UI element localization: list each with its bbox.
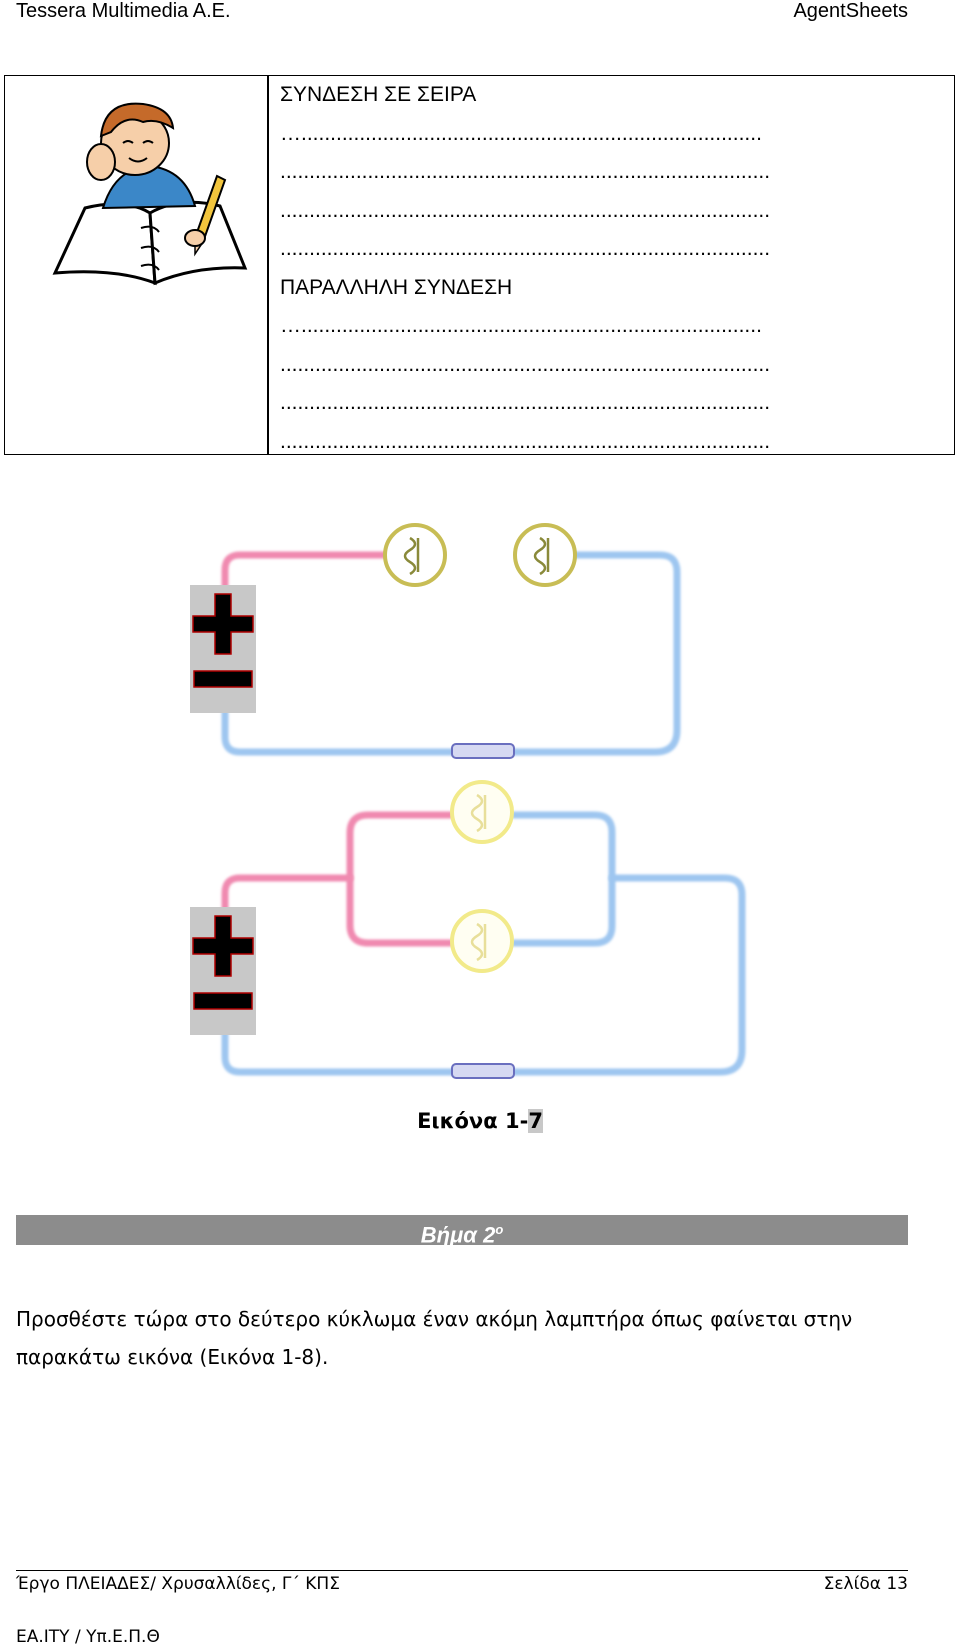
notes-text: ΣΥΝΔΕΣΗ ΣΕ ΣΕΙΡΑ …......................… xyxy=(280,76,950,461)
box-divider xyxy=(267,76,269,454)
battery-icon xyxy=(190,585,256,713)
parallel-circuit xyxy=(190,780,746,1079)
footer-page-number: Σελίδα 13 xyxy=(823,1574,908,1594)
answer-line: ........................................… xyxy=(280,198,771,222)
switch-icon xyxy=(451,743,515,759)
answer-line: ........................................… xyxy=(280,429,771,453)
answer-line: ........................................… xyxy=(280,391,771,414)
student-writing-illustration xyxy=(52,102,248,286)
caption-number: 7 xyxy=(528,1109,543,1133)
parallel-title: ΠΑΡΑΛΛΗΛΗ ΣΥΝΔΕΣΗ xyxy=(280,275,513,299)
bulb-icon xyxy=(513,523,577,587)
instruction-paragraph: Προσθέστε τώρα στο δεύτερο κύκλωμα έναν … xyxy=(16,1307,853,1369)
answer-line: ........................................… xyxy=(280,352,771,376)
caption-text: Εικόνα 1- xyxy=(417,1109,529,1133)
footer-left: Έργο ΠΛΕΙΑΔΕΣ/ Χρυσαλλίδες, Γ΄ ΚΠΣ xyxy=(16,1574,340,1594)
answer-line: ….......................................… xyxy=(280,314,762,337)
bulb-icon xyxy=(383,523,447,587)
step-superscript: ο xyxy=(495,1222,504,1237)
answer-line: ….......................................… xyxy=(280,121,762,145)
circuits-figure xyxy=(190,523,746,1079)
answer-line: ........................................… xyxy=(280,160,771,183)
header-left: Tessera Multimedia A.E. xyxy=(16,0,231,22)
answer-line: ........................................… xyxy=(280,237,771,260)
switch-icon xyxy=(451,1063,515,1079)
step-bar: Βήμα 2ο xyxy=(16,1215,908,1248)
bulb-icon xyxy=(450,909,514,973)
series-circuit xyxy=(190,523,681,759)
bulb-icon xyxy=(450,780,514,844)
battery-icon xyxy=(190,907,256,1035)
series-title: ΣΥΝΔΕΣΗ ΣΕ ΣΕΙΡΑ xyxy=(280,83,477,106)
footer-divider xyxy=(16,1570,908,1571)
header-right: AgentSheets xyxy=(793,0,908,22)
notes-box: ΣΥΝΔΕΣΗ ΣΕ ΣΕΙΡΑ …......................… xyxy=(4,75,955,455)
footer-bottom: ΕΑ.ΙΤΥ / Υπ.Ε.Π.Θ xyxy=(16,1627,160,1647)
figure-caption: Εικόνα 1-7 xyxy=(0,1109,960,1133)
step-label: Βήμα 2 xyxy=(420,1222,496,1248)
